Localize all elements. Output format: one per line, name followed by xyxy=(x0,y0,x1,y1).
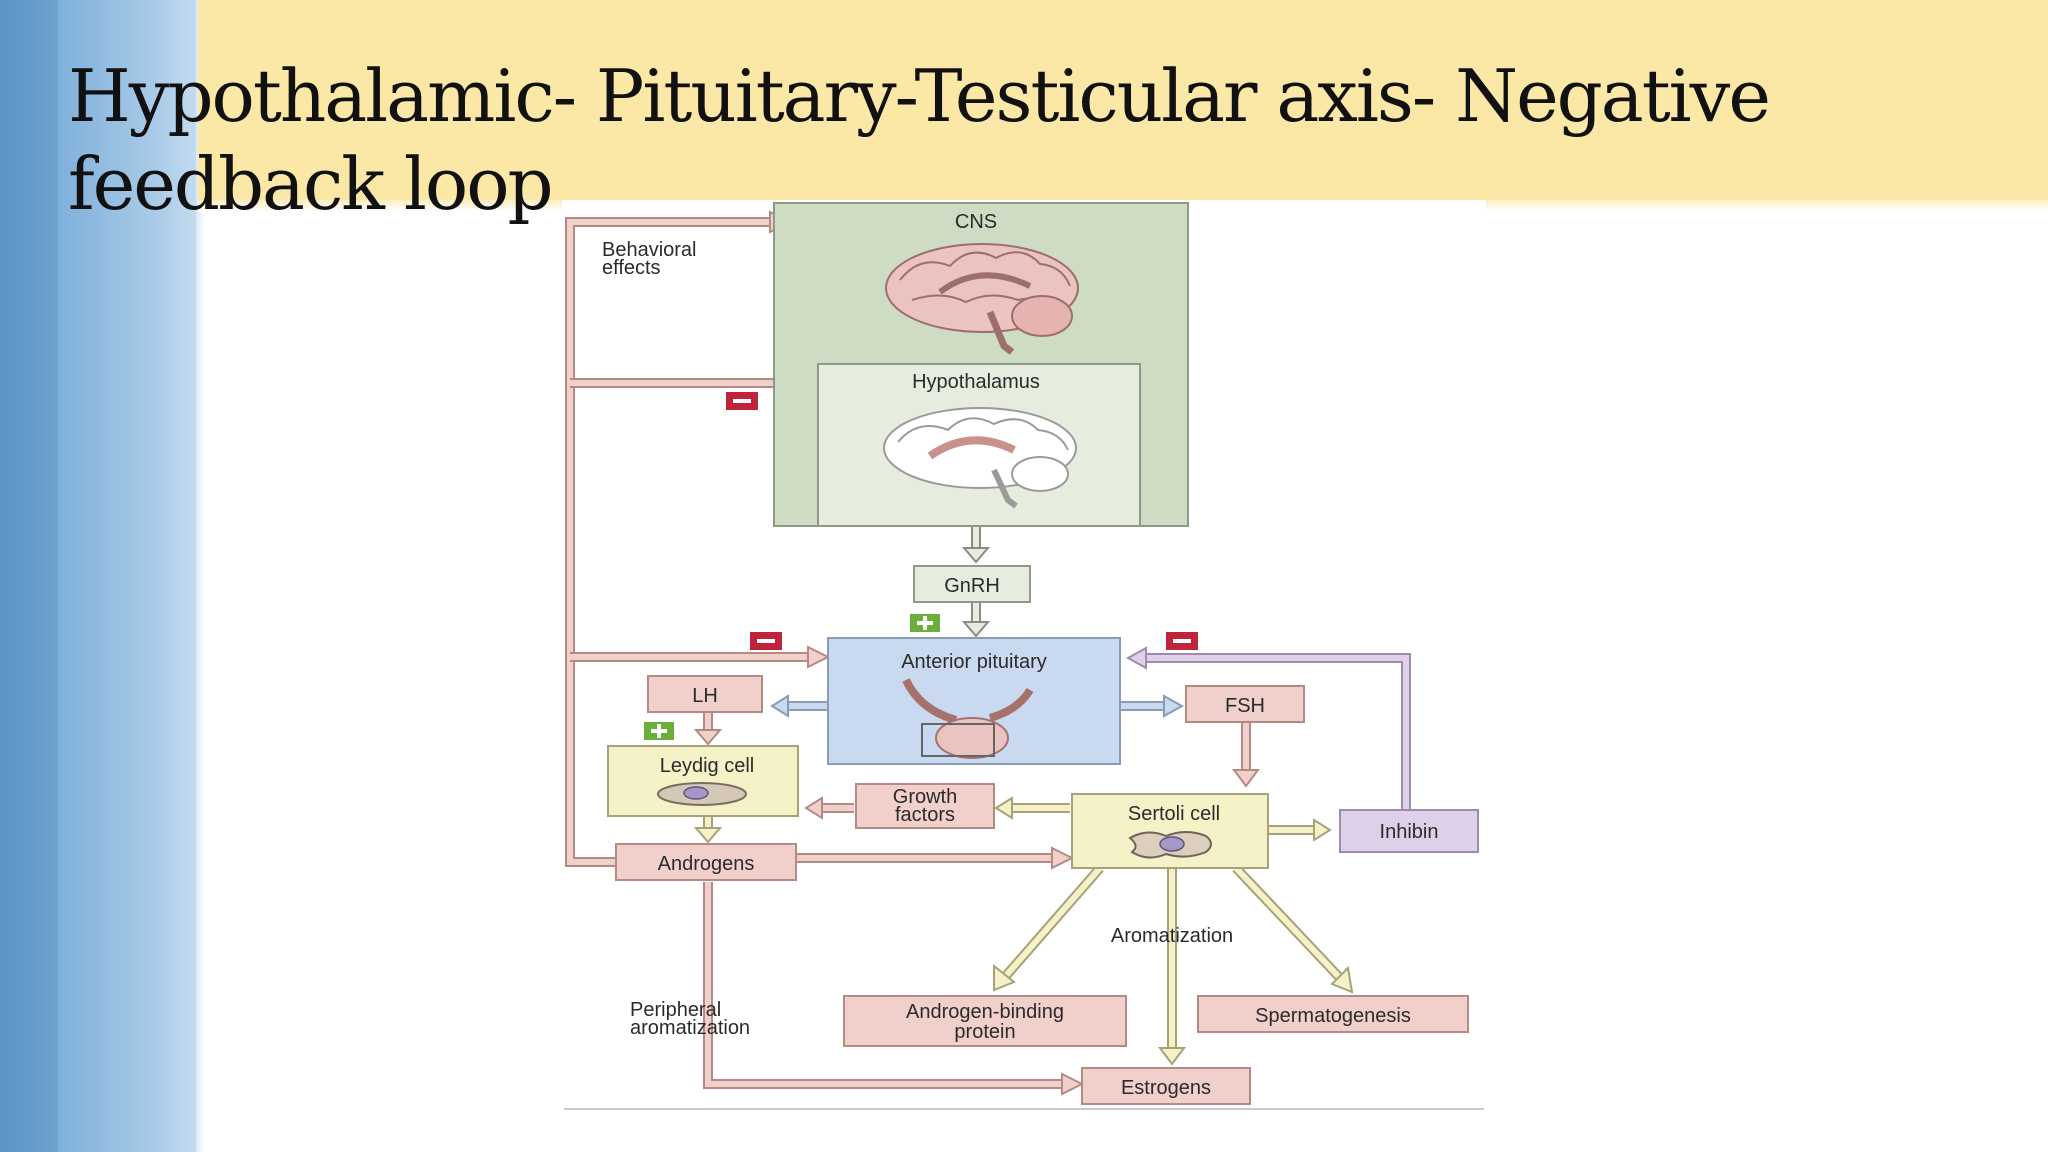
sertoli-arrows xyxy=(804,646,1411,1066)
estrogens-box: Estrogens xyxy=(1081,1067,1251,1105)
peripheral-aromatization-label-line1: Peripheral xyxy=(630,999,721,1021)
hypothalamus-label: Hypothalamus xyxy=(912,371,1040,393)
cns-label: CNS xyxy=(955,211,997,233)
anterior-pituitary-label: Anterior pituitary xyxy=(901,651,1047,673)
gnrh-box: GnRH xyxy=(913,565,1031,603)
growth-factors-box: Growth factors xyxy=(855,783,995,829)
lh-box: LH xyxy=(647,675,763,713)
minus-badge-pituitary-right xyxy=(1166,632,1198,650)
estrogens-label: Estrogens xyxy=(1121,1077,1211,1099)
leydig-output-arrow xyxy=(693,816,723,844)
gnrh-arrows xyxy=(961,526,991,638)
left-accent-edge xyxy=(196,0,204,1152)
lh-label: LH xyxy=(692,685,718,707)
gnrh-label: GnRH xyxy=(944,575,1000,597)
spermatogenesis-box: Spermatogenesis xyxy=(1197,995,1469,1033)
brain-icon xyxy=(885,243,1079,355)
plus-badge-gnrh xyxy=(910,614,940,632)
title-band xyxy=(198,0,2048,205)
left-accent-bar xyxy=(0,0,58,1152)
minus-badge-hypothalamus xyxy=(726,392,758,410)
peripheral-aromatization-label-line2: aromatization xyxy=(630,1017,750,1039)
pituitary-output-arrows xyxy=(693,694,1260,788)
leydig-cell-box: Leydig cell xyxy=(607,745,799,817)
sertoli-cell-icon xyxy=(1128,831,1212,859)
figure-bottom-rule xyxy=(564,1108,1484,1110)
pituitary-gland-icon xyxy=(902,678,1034,759)
leydig-cell-label: Leydig cell xyxy=(660,755,755,777)
sertoli-cell-label: Sertoli cell xyxy=(1128,803,1220,825)
slide-title: Hypothalamic- Pituitary-Testicular axis-… xyxy=(68,54,1771,226)
fsh-label: FSH xyxy=(1225,695,1265,717)
left-accent-gradient xyxy=(58,0,198,1152)
aromatization-label: Aromatization xyxy=(1111,925,1233,947)
leydig-cell-icon xyxy=(657,782,747,806)
androgen-feedback-arrows xyxy=(565,217,1072,1089)
abp-label-line1: Androgen-binding xyxy=(906,1001,1064,1023)
anterior-pituitary-box: Anterior pituitary xyxy=(827,637,1121,765)
hypothalamus-brain-icon xyxy=(883,407,1077,509)
behavioral-effects-label-line1: Behavioral xyxy=(602,239,697,261)
spermatogenesis-label: Spermatogenesis xyxy=(1255,1005,1411,1027)
abp-label-line2: protein xyxy=(954,1021,1015,1043)
androgens-box: Androgens xyxy=(615,843,797,881)
sertoli-cell-box: Sertoli cell xyxy=(1071,793,1269,869)
minus-badge-pituitary-left xyxy=(750,632,782,650)
inhibin-box: Inhibin xyxy=(1339,809,1479,853)
growth-factors-label-line1: Growth xyxy=(893,786,957,808)
androgen-binding-protein-box: Androgen-binding protein xyxy=(843,995,1127,1047)
fsh-box: FSH xyxy=(1185,685,1305,723)
androgens-label: Androgens xyxy=(658,853,755,875)
inhibin-label: Inhibin xyxy=(1380,821,1439,843)
plus-badge-lh xyxy=(644,722,674,740)
hypothalamus-box: Hypothalamus xyxy=(817,363,1141,527)
behavioral-effects-label-line2: effects xyxy=(602,257,661,279)
growth-factors-label-line2: factors xyxy=(895,804,955,826)
